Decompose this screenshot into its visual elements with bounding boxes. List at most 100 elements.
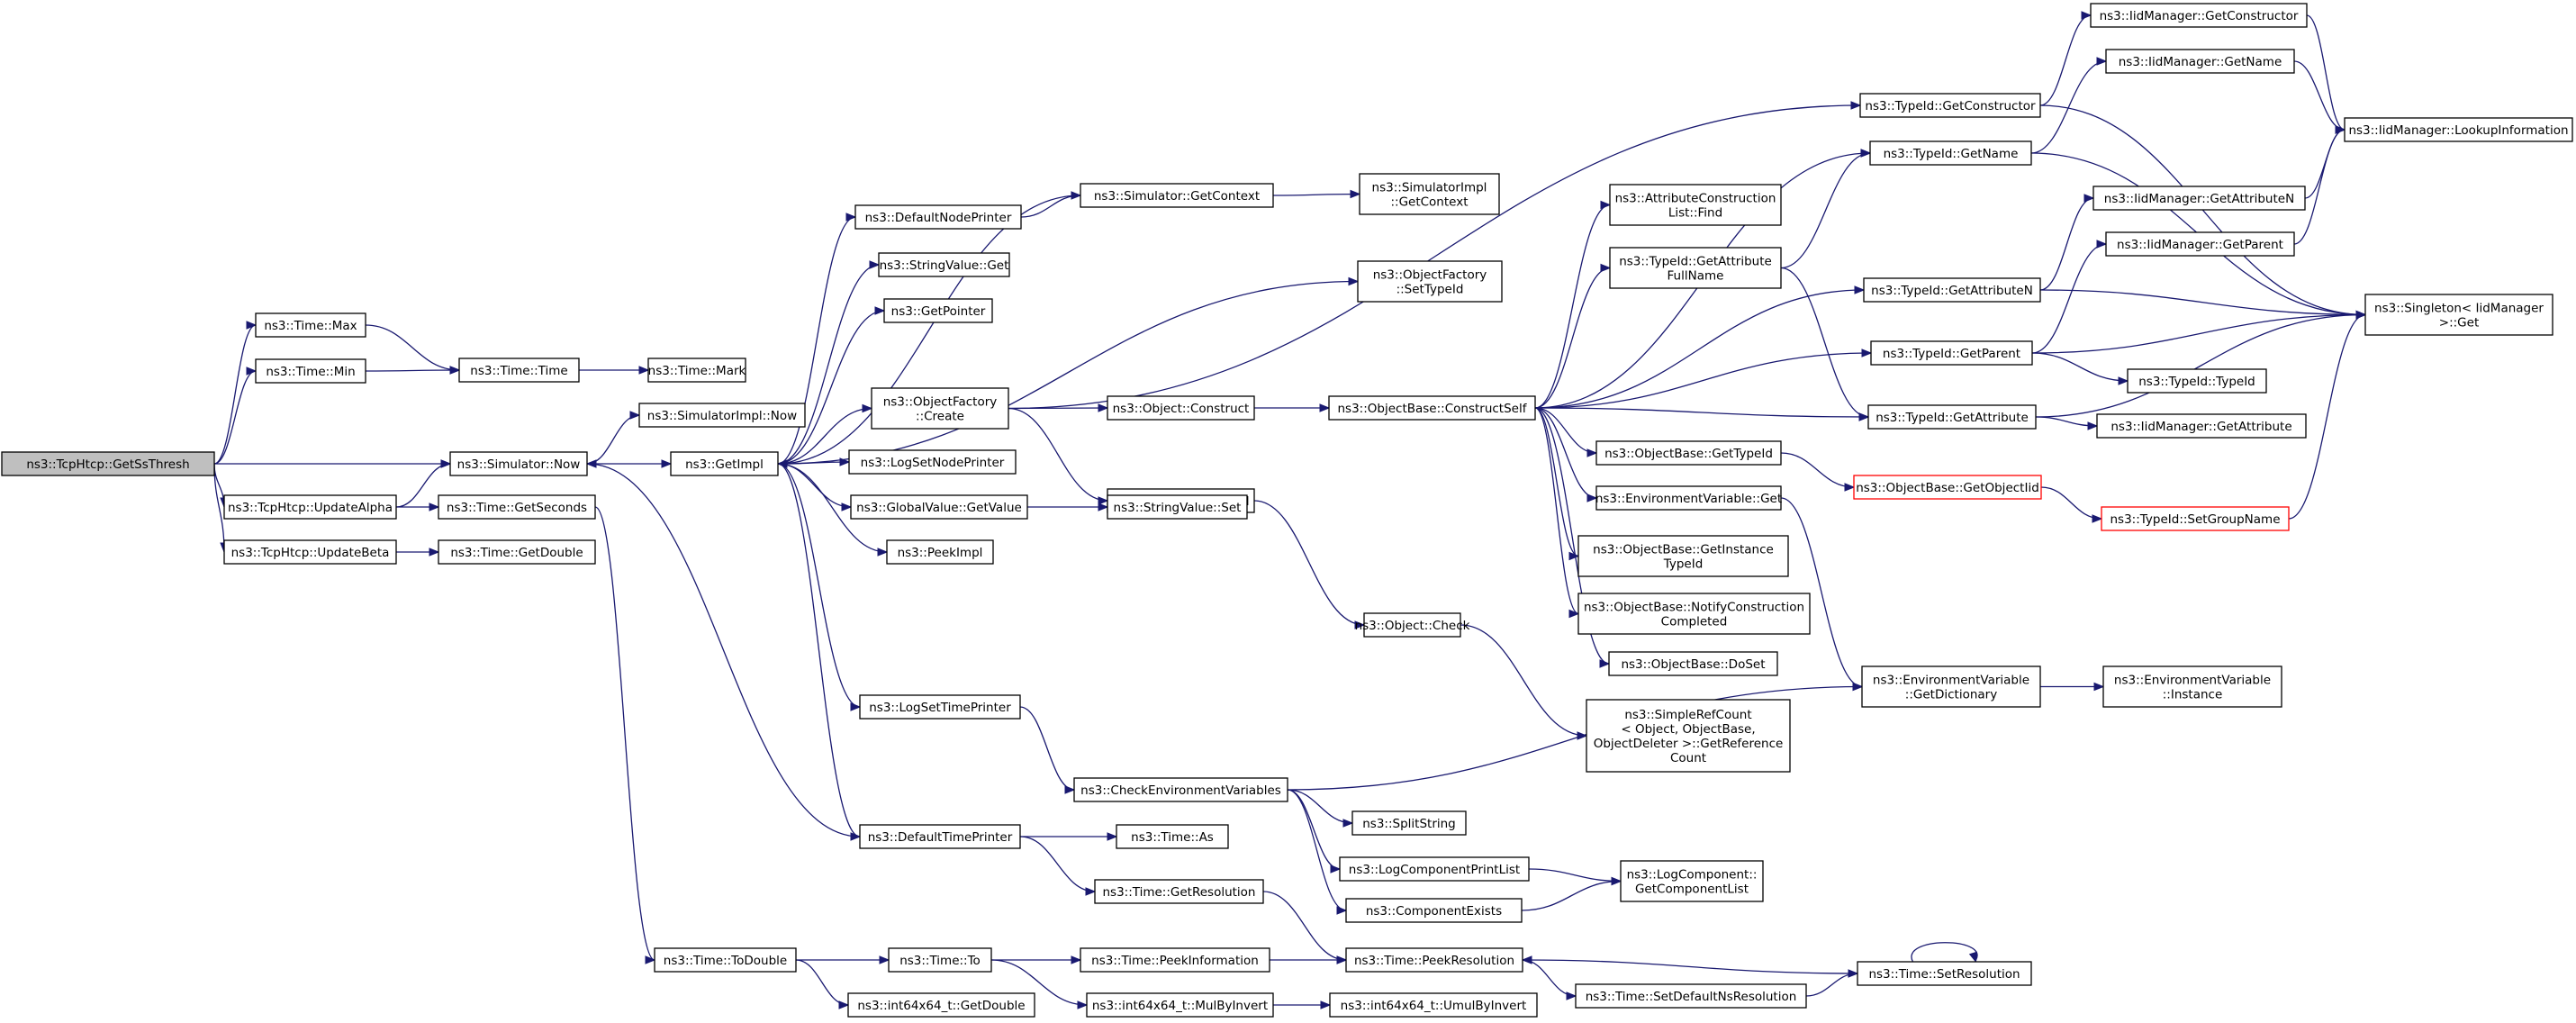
node-upalpha[interactable]: ns3::TcpHtcp::UpdateAlpha: [223, 494, 397, 520]
edge-ttime-to-tmark: [578, 366, 650, 375]
node-tid_getattrn[interactable]: ns3::TypeId::GetAttributeN: [1863, 277, 2041, 303]
node-label: ns3::IidManager::GetAttribute: [2111, 420, 2291, 434]
node-label: ns3::ObjectBase::NotifyConstruction: [1584, 601, 1804, 615]
node-envget[interactable]: ns3::EnvironmentVariable::Get: [1595, 485, 1782, 511]
arrowhead: [585, 459, 597, 468]
node-peekres[interactable]: ns3::Time::PeekResolution: [1345, 947, 1523, 973]
node-getptr[interactable]: ns3::GetPointer: [883, 298, 993, 323]
edge-constructself-to-tid_getparent: [1534, 349, 1873, 409]
edge-line: [1008, 104, 1861, 410]
node-upbeta[interactable]: ns3::TcpHtcp::UpdateBeta: [223, 539, 397, 565]
node-box: [1107, 395, 1255, 421]
node-logcompprint[interactable]: ns3::LogComponentPrintList: [1339, 856, 1530, 882]
edge-ob_gettypeid-to-getobjtid: [1780, 452, 1856, 492]
node-ttime[interactable]: ns3::Time::Time: [458, 358, 580, 383]
node-tmin[interactable]: ns3::Time::Min: [255, 358, 366, 384]
node-label: ns3::ObjectFactory: [883, 395, 998, 410]
node-setres[interactable]: ns3::Time::SetResolution: [1857, 961, 2032, 986]
node-box: [1086, 992, 1274, 1018]
edge-line: [1008, 407, 1108, 502]
edge-line: [1911, 942, 1978, 963]
node-simgetctx[interactable]: ns3::Simulator::GetContext: [1080, 183, 1274, 208]
node-checkenv[interactable]: ns3::CheckEnvironmentVariables: [1073, 777, 1288, 802]
arrowhead: [1336, 955, 1348, 964]
node-peekimpl[interactable]: ns3::PeekImpl: [886, 539, 994, 565]
node-label: ns3::Singleton< IidManager: [2374, 302, 2544, 316]
node-getimpl[interactable]: ns3::GetImpl: [670, 451, 779, 476]
node-root[interactable]: ns3::TcpHtcp::GetSsThresh: [1, 451, 215, 476]
node-iid_lookup[interactable]: ns3::IidManager::LookupInformation: [2344, 117, 2573, 142]
node-tid_getname[interactable]: ns3::TypeId::GetName: [1869, 140, 2032, 166]
node-setdefns[interactable]: ns3::Time::SetDefaultNsResolution: [1575, 983, 1807, 1009]
node-ofsettype[interactable]: ns3::ObjectFactory::SetTypeId: [1357, 260, 1503, 303]
node-lognode[interactable]: ns3::LogSetNodePrinter: [848, 449, 1017, 475]
node-igetdouble[interactable]: ns3::int64x64_t::GetDouble: [847, 992, 1035, 1018]
edge-tid_getparent-to-singleton: [2031, 310, 2367, 354]
node-envinstance[interactable]: ns3::EnvironmentVariable::Instance: [2102, 665, 2282, 708]
node-umulbyinv[interactable]: ns3::int64x64_t::UmulByInvert: [1329, 992, 1538, 1018]
arrowhead: [1098, 403, 1109, 412]
node-label: ns3::Time::ToDouble: [664, 954, 787, 968]
node-ob_gettypeid[interactable]: ns3::ObjectBase::GetTypeId: [1595, 440, 1782, 466]
node-box: [647, 358, 746, 383]
node-strget[interactable]: ns3::StringValue::Get: [878, 252, 1010, 277]
node-deftimeprint[interactable]: ns3::DefaultTimePrinter: [859, 824, 1021, 849]
node-iid_getctor[interactable]: ns3::IidManager::GetConstructor: [2090, 3, 2308, 28]
edge-getimpl-to-defnodeprint: [777, 213, 857, 465]
node-tto[interactable]: ns3::Time::To: [888, 947, 992, 973]
node-notifycc[interactable]: ns3::ObjectBase::NotifyConstructionCompl…: [1577, 593, 1811, 635]
node-label: ns3::ObjectBase::ConstructSelf: [1338, 402, 1528, 416]
edge-line: [777, 463, 861, 837]
node-doset[interactable]: ns3::ObjectBase::DoSet: [1608, 651, 1778, 676]
arrowhead: [869, 260, 881, 269]
node-iid_getattrn[interactable]: ns3::IidManager::GetAttributeN: [2092, 186, 2306, 211]
node-tmark[interactable]: ns3::Time::Mark: [647, 358, 746, 383]
node-getres[interactable]: ns3::Time::GetResolution: [1094, 879, 1264, 904]
edge-getsec-to-todouble: [594, 506, 656, 964]
node-refcount[interactable]: ns3::SimpleRefCount< Object, ObjectBase,…: [1586, 699, 1791, 773]
node-simnow[interactable]: ns3::Simulator::Now: [449, 451, 588, 476]
edge-line: [1534, 407, 1579, 557]
edge-line: [213, 324, 257, 465]
node-envgetdict[interactable]: ns3::EnvironmentVariable::GetDictionary: [1861, 665, 2041, 708]
node-tgetdouble[interactable]: ns3::Time::GetDouble: [438, 539, 596, 565]
node-singleton[interactable]: ns3::Singleton< IidManager>::Get: [2364, 294, 2553, 336]
node-strset[interactable]: ns3::StringValue::Set: [1107, 494, 1248, 520]
node-label: ns3::Time::Min: [266, 365, 355, 379]
node-defnodeprint[interactable]: ns3::DefaultNodePrinter: [854, 204, 1022, 230]
node-iid_getname[interactable]: ns3::IidManager::GetName: [2105, 49, 2295, 74]
node-gvget[interactable]: ns3::GlobalValue::GetValue: [850, 494, 1028, 520]
node-tid_getattr[interactable]: ns3::TypeId::GetAttribute: [1867, 404, 2037, 430]
node-box: [886, 539, 994, 565]
node-implgetctx[interactable]: ns3::SimulatorImpl::GetContext: [1359, 173, 1500, 215]
node-objconstruct[interactable]: ns3::Object::Construct: [1107, 395, 1255, 421]
node-iid_getparent[interactable]: ns3::IidManager::GetParent: [2105, 231, 2295, 257]
node-getsec[interactable]: ns3::Time::GetSeconds: [438, 494, 596, 520]
node-compexists[interactable]: ns3::ComponentExists: [1345, 898, 1523, 923]
edge-line: [586, 414, 640, 465]
node-getcomplist[interactable]: ns3::LogComponent::GetComponentList: [1620, 860, 1764, 902]
node-ofcreate[interactable]: ns3::ObjectFactory::Create: [871, 387, 1009, 430]
node-setgroupname[interactable]: ns3::TypeId::SetGroupName: [2101, 506, 2290, 531]
node-getobjtid[interactable]: ns3::ObjectBase::GetObjectIid: [1853, 475, 2042, 500]
node-constructself[interactable]: ns3::ObjectBase::ConstructSelf: [1328, 395, 1536, 421]
edge-line: [2039, 14, 2092, 106]
node-label: ns3::ObjectBase::GetObjectIid: [1856, 481, 2039, 495]
node-tid_getctor[interactable]: ns3::TypeId::GetConstructor: [1859, 93, 2041, 118]
node-objcheck[interactable]: ns3::Object::Check: [1355, 612, 1470, 638]
node-mulbyinv[interactable]: ns3::int64x64_t::MulByInvert: [1086, 992, 1274, 1018]
node-splitstr[interactable]: ns3::SplitString: [1351, 810, 1467, 836]
node-logtime[interactable]: ns3::LogSetTimePrinter: [859, 694, 1021, 720]
node-todouble[interactable]: ns3::Time::ToDouble: [654, 947, 797, 973]
node-tmax[interactable]: ns3::Time::Max: [255, 312, 366, 338]
node-tid_typeid[interactable]: ns3::TypeId::TypeId: [2127, 368, 2267, 394]
node-iid_getattr[interactable]: ns3::IidManager::GetAttribute: [2096, 413, 2307, 439]
node-peekinfo[interactable]: ns3::Time::PeekInformation: [1080, 947, 1270, 973]
node-implnow[interactable]: ns3::SimulatorImpl::Now: [638, 403, 806, 428]
node-label: TypeId: [1663, 557, 1704, 572]
node-tas[interactable]: ns3::Time::As: [1116, 824, 1229, 849]
node-tid_getparent[interactable]: ns3::TypeId::GetParent: [1870, 340, 2033, 366]
